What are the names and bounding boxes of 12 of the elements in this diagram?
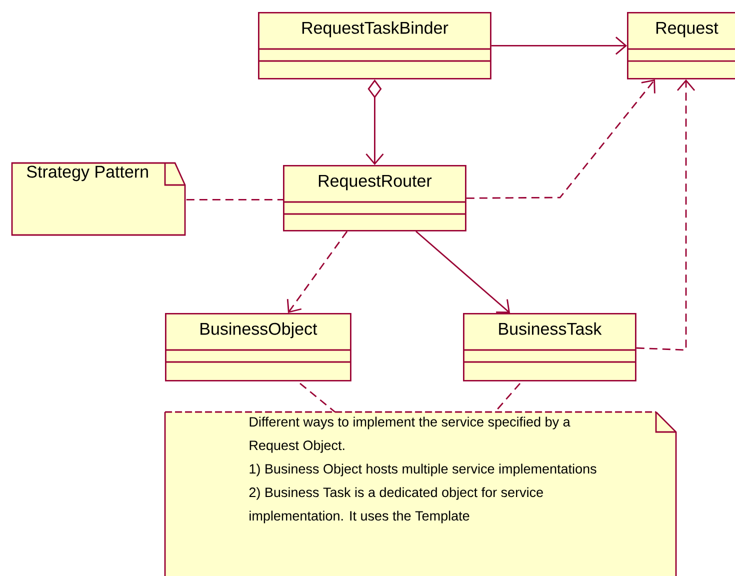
note-box: Different ways to implement the service specified by a Request Object. 1) Business Object hosts multiple service implementations 2) Business Task is a dedicated object for service implementation. It uses the Template: [164, 411, 677, 576]
note-box: Strategy Pattern: [11, 162, 186, 236]
arrow: [491, 36, 628, 55]
arrow: [636, 79, 696, 351]
arrow: [466, 79, 656, 199]
class-box: Request: [627, 12, 735, 80]
arrow: [416, 230, 510, 313]
arrow: [286, 231, 348, 313]
class-box: RequestRouter: [283, 165, 466, 232]
class-box: RequestTaskBinder: [258, 12, 492, 80]
class-box: BusinessObject: [165, 313, 352, 382]
class-box: BusinessTask: [463, 313, 636, 382]
